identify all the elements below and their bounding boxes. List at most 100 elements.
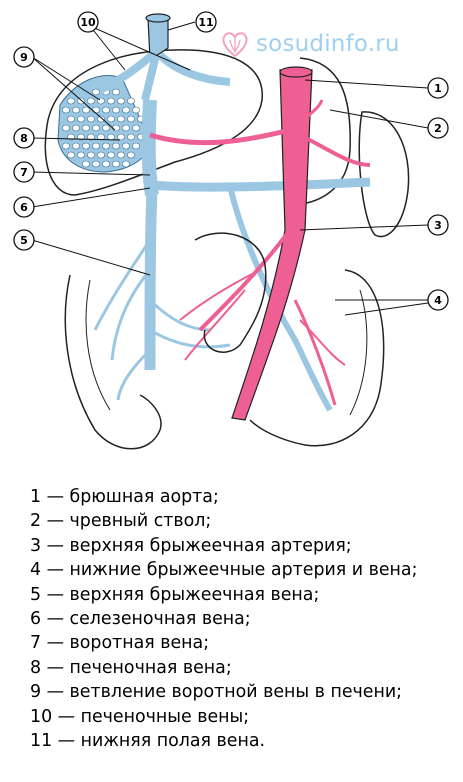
legend-item: 3 — верхняя брыжеечная артерия; — [30, 535, 352, 556]
liver-cell — [87, 97, 95, 105]
callout-5: 5 — [20, 234, 28, 247]
liver-cell — [67, 97, 75, 105]
liver-cell — [132, 106, 140, 114]
liver-cell — [72, 124, 80, 132]
liver-cell — [117, 133, 125, 141]
callout-3: 3 — [434, 219, 442, 232]
superior-mesenteric-artery — [198, 228, 292, 332]
legend-item: 9 — ветвление воротной вены в печени; — [30, 682, 403, 703]
callout-7: 7 — [20, 166, 28, 179]
legend-list: 1 — брюшная аорта; 2 — чревный ствол; 3 … — [30, 485, 460, 753]
callout-4: 4 — [434, 294, 442, 307]
liver-cell — [117, 151, 125, 159]
liver-cell — [112, 88, 120, 96]
spleen-outline — [358, 111, 410, 238]
liver-cell — [127, 97, 135, 105]
liver-cell — [62, 106, 70, 114]
aorta-opening — [279, 66, 313, 78]
liver-cell — [122, 106, 130, 114]
abdominal-aorta — [231, 69, 313, 421]
liver-cell — [107, 97, 115, 105]
callout-11: 11 — [198, 16, 213, 29]
splenic-artery — [299, 133, 371, 167]
liver-cell — [127, 133, 135, 141]
liver-cell — [112, 160, 120, 168]
callout-1: 1 — [434, 82, 442, 95]
liver-cell — [112, 142, 120, 150]
legend-item: 11 — нижняя полая вена. — [30, 731, 266, 752]
liver-cell — [87, 115, 95, 123]
liver-cell — [102, 124, 110, 132]
legend-item: 8 — печеночная вена; — [30, 657, 232, 678]
legend-item: 6 — селезеночная вена; — [30, 609, 251, 630]
liver-cell — [62, 124, 70, 132]
liver-cell — [77, 97, 85, 105]
liver-cell — [132, 124, 140, 132]
celiac-trunk — [149, 127, 291, 146]
callout-leaders — [31, 21, 429, 316]
liver-cell — [102, 106, 110, 114]
small-intestine-loops — [194, 232, 267, 353]
liver-cell — [77, 133, 85, 141]
liver-cell — [117, 115, 125, 123]
left-gastric-artery — [298, 99, 324, 126]
liver-cell — [92, 88, 100, 96]
hepatic-vein-left — [98, 52, 155, 94]
liver-cell — [107, 115, 115, 123]
watermark: sosudinfo.ru — [220, 24, 400, 64]
liver-cell — [67, 151, 75, 159]
ivc-opening — [145, 13, 171, 23]
hepatic-vein-middle — [141, 54, 160, 101]
callout-8: 8 — [20, 132, 28, 145]
legend-item: 5 — верхняя брыжеечная вена; — [30, 584, 320, 605]
heart-vessels-logo-icon — [222, 32, 248, 58]
liver-cell — [122, 160, 130, 168]
liver-cell — [107, 151, 115, 159]
ascending-colon-inner — [85, 279, 111, 411]
legend-item: 4 — нижние брыжеечные артерия и вена; — [30, 560, 418, 581]
legend-item: 10 — печеночные вены; — [30, 706, 250, 727]
callout-10: 10 — [80, 16, 96, 29]
callout-6: 6 — [20, 201, 28, 214]
mesenteric-artery-branches — [179, 269, 346, 366]
liver-cell — [117, 97, 125, 105]
liver-cell — [127, 115, 135, 123]
portal-vein — [141, 99, 159, 197]
callout-markers: 1 2 3 4 5 6 7 8 9 10 11 — [13, 11, 449, 311]
liver-cell — [77, 115, 85, 123]
descending-colon — [249, 269, 385, 447]
legend-item: 2 — чревный ствол; — [30, 511, 212, 532]
liver-cell — [82, 160, 90, 168]
portal-system-diagram: 1 2 3 4 5 6 7 8 9 10 11 — [13, 11, 449, 450]
liver-cell — [92, 106, 100, 114]
liver-cell — [122, 124, 130, 132]
splenic-vein — [151, 177, 371, 192]
liver-cell — [87, 133, 95, 141]
liver-cell — [82, 106, 90, 114]
watermark-text: sosudinfo.ru — [256, 31, 400, 57]
stomach-outline — [287, 57, 351, 206]
mesenteric-vein-branches — [93, 239, 231, 401]
liver-cell — [97, 151, 105, 159]
liver-cell — [107, 133, 115, 141]
ascending-colon — [64, 274, 162, 450]
liver-cell — [132, 142, 140, 150]
liver-cell — [97, 115, 105, 123]
liver-cell — [87, 151, 95, 159]
liver-cell — [92, 142, 100, 150]
liver-cell — [112, 106, 120, 114]
liver-cell — [127, 151, 135, 159]
liver-cell — [72, 142, 80, 150]
legend-item: 7 — воротная вена; — [30, 633, 210, 654]
liver-cell — [92, 124, 100, 132]
liver-cell — [62, 142, 70, 150]
liver-cell — [122, 142, 130, 150]
liver-cell — [82, 142, 90, 150]
superior-mesenteric-vein — [144, 189, 158, 371]
liver-cell — [67, 115, 75, 123]
liver-cell — [102, 160, 110, 168]
inferior-mesenteric-vein — [227, 185, 333, 412]
liver-cell — [102, 142, 110, 150]
callout-9: 9 — [20, 51, 28, 64]
liver-cell — [77, 151, 85, 159]
